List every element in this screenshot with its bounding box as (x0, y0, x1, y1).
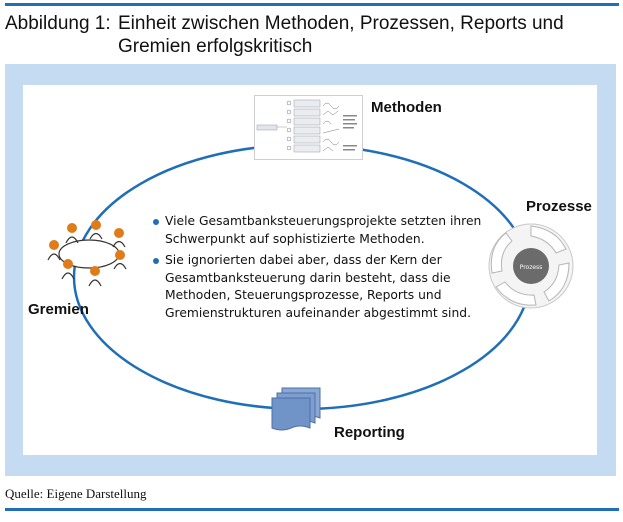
label-gremien: Gremien (28, 301, 89, 318)
bullet-item: Sie ignorierten dabei aber, dass der Ker… (153, 252, 493, 322)
bullet-item: Viele Gesamtbanksteuerungsprojekte setzt… (153, 213, 493, 248)
reporting-documents-icon (271, 387, 321, 431)
methoden-thumbnail (254, 95, 363, 160)
process-center-label: Prozess (520, 264, 543, 271)
caption-line-2: Gremien erfolgskritisch (118, 36, 313, 57)
gremien-people-icon (47, 220, 127, 287)
top-rule (5, 3, 619, 6)
bullet-text: Viele Gesamtbanksteuerungsprojekte setzt… (165, 214, 482, 246)
label-methoden: Methoden (371, 99, 442, 116)
bullet-text: Sie ignorierten dabei aber, dass der Ker… (165, 253, 471, 320)
figure-source: Quelle: Eigene Darstellung (5, 486, 147, 501)
caption-number: Abbildung 1: (5, 13, 111, 34)
caption-line-1: Einheit zwischen Methoden, Prozessen, Re… (118, 13, 564, 34)
bullet-dot-icon (153, 219, 159, 225)
figure-caption: Abbildung 1: Einheit zwischen Methoden, P… (5, 12, 564, 58)
bullet-dot-icon (153, 258, 159, 264)
bottom-rule (5, 508, 619, 511)
process-cycle-graphic: Prozess (488, 223, 574, 309)
label-prozesse: Prozesse (526, 198, 592, 215)
bullet-list: Viele Gesamtbanksteuerungsprojekte setzt… (153, 213, 493, 322)
label-reporting: Reporting (334, 424, 405, 441)
